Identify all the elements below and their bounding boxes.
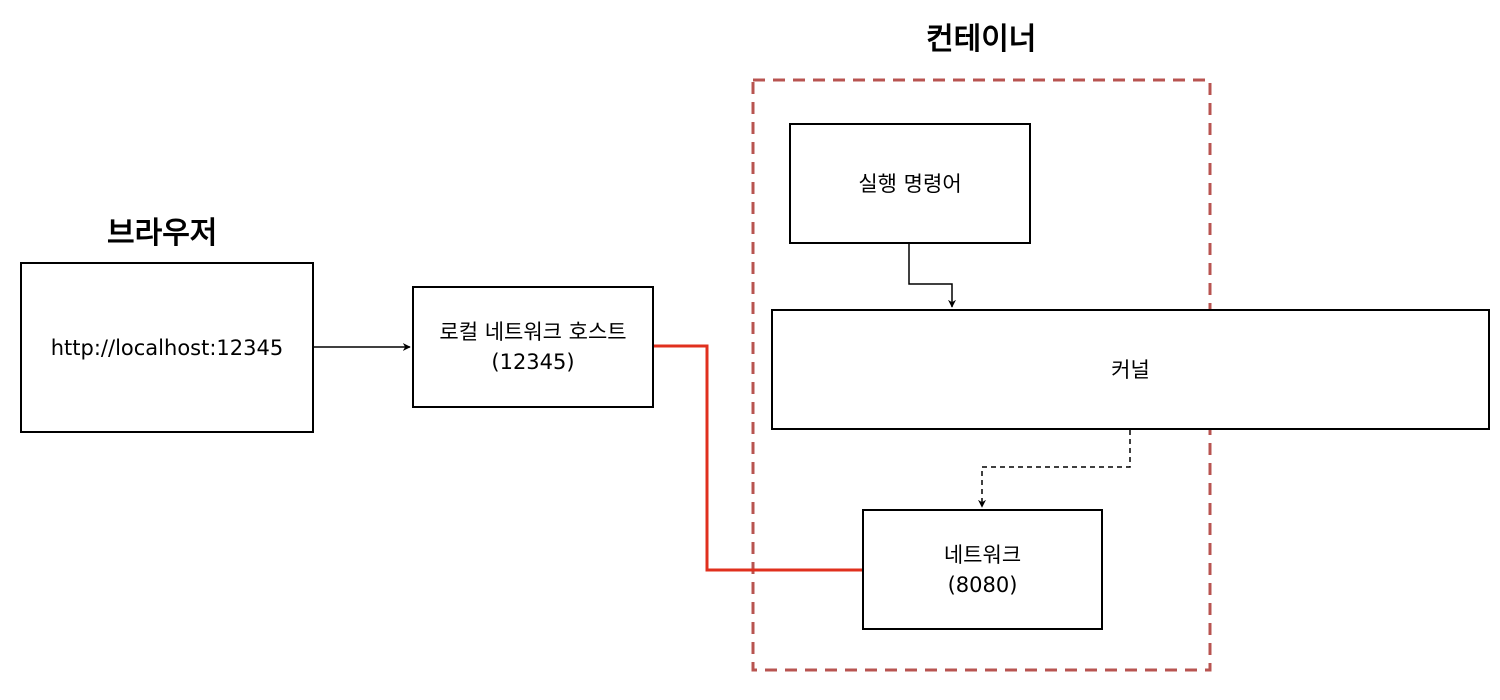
kernel-to-network-dashed-arrow xyxy=(978,430,1131,508)
local-host-label: 로컬 네트워크 호스트 xyxy=(439,320,627,344)
network-label: 네트워크 xyxy=(943,542,1022,567)
container-network-node: 네트워크 (8080) xyxy=(862,509,1103,630)
run-command-node: 실행 명령어 xyxy=(789,123,1031,244)
command-to-kernel-arrow xyxy=(908,244,956,308)
kernel-node: 커널 xyxy=(771,309,1490,430)
browser-heading: 브라우저 xyxy=(107,216,218,251)
command-label: 실행 명령어 xyxy=(858,171,962,196)
browser-node: http://localhost:12345 xyxy=(20,262,314,433)
kernel-label: 커널 xyxy=(1111,357,1150,382)
network-port: (8080) xyxy=(947,572,1018,597)
port-mapping-link xyxy=(654,344,862,572)
local-network-host-node: 로컬 네트워크 호스트 (12345) xyxy=(412,286,654,408)
local-host-port: (12345) xyxy=(491,350,575,374)
browser-url-label: http://localhost:12345 xyxy=(50,335,284,360)
container-heading: 컨테이너 xyxy=(926,22,1037,57)
